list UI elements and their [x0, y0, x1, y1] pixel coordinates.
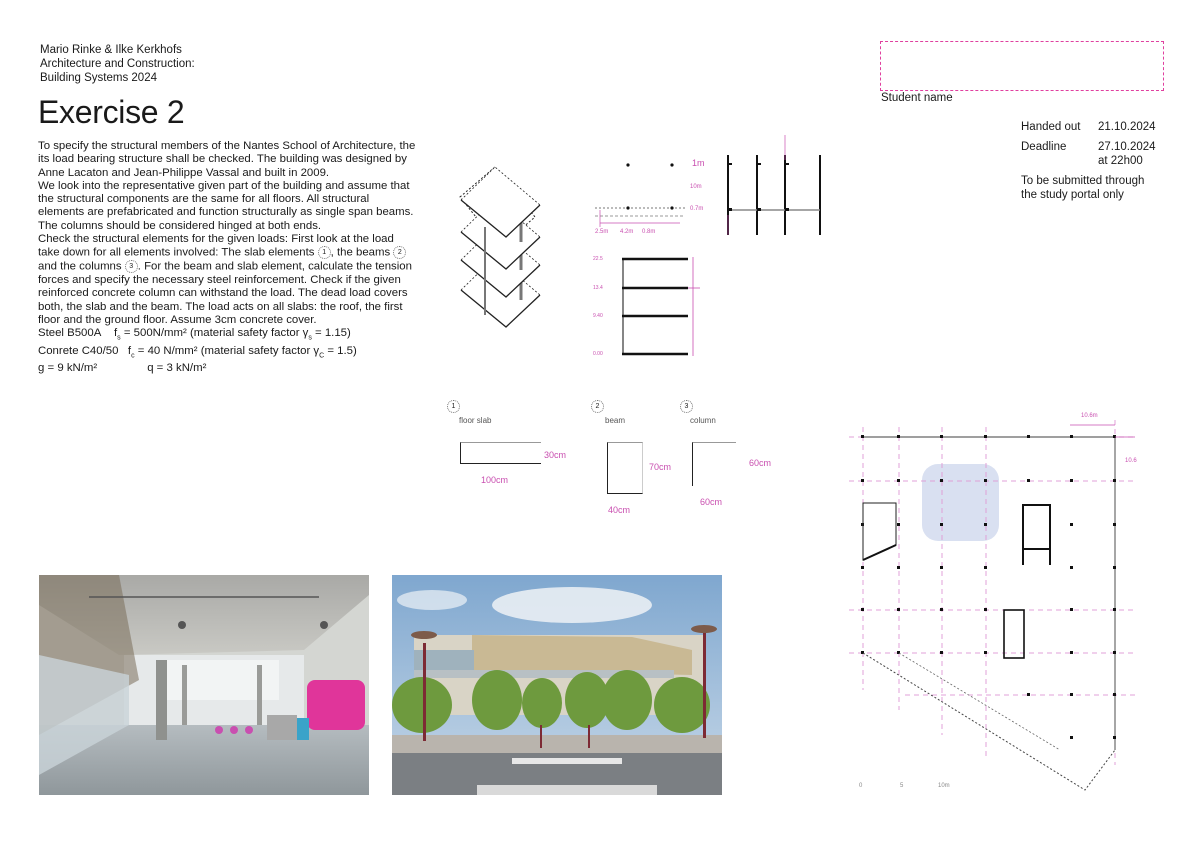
loads: g = 9 kN/m² q = 3 kN/m²	[38, 362, 418, 375]
deadline-label: Deadline	[1021, 141, 1067, 153]
slab-section-shape	[460, 442, 541, 464]
cross-section-beam: 2 beam	[591, 398, 625, 425]
intro-paragraph-2: We look into the representative given pa…	[38, 179, 414, 232]
partial-plan-drawing: 1m 10m 0.7m 2.5m 4.2m 0.8m	[595, 158, 705, 235]
svg-text:22.5: 22.5	[593, 256, 603, 262]
circle-3-icon: 3	[680, 400, 693, 414]
svg-text:0.7m: 0.7m	[690, 206, 703, 212]
svg-text:5: 5	[900, 783, 904, 789]
deadline-date: 27.10.2024	[1098, 141, 1156, 153]
svg-text:13.4: 13.4	[593, 285, 603, 291]
exercise-description: To specify the structural members of the…	[38, 140, 418, 376]
course-line-1: Architecture and Construction:	[40, 58, 195, 70]
slab-width: 100cm	[481, 475, 509, 485]
axonometric-structure-drawing	[459, 166, 541, 328]
svg-text:4.2m: 4.2m	[620, 229, 633, 235]
svg-text:0.8m: 0.8m	[642, 229, 655, 235]
svg-text:1m: 1m	[692, 158, 705, 168]
beam-section-shape	[607, 442, 643, 494]
handed-out-label: Handed out	[1021, 121, 1081, 133]
svg-text:2.5m: 2.5m	[595, 229, 608, 235]
deadline-time: at 22h00	[1098, 155, 1143, 167]
section-elevation-drawing	[727, 135, 821, 235]
concrete-spec: Conrete C40/50 fc = 40 N/mm² (material s…	[38, 344, 357, 360]
svg-text:0: 0	[859, 783, 863, 789]
circle-1-icon: 1	[447, 400, 460, 414]
intro-paragraph-3: Check the structural elements for the gi…	[38, 233, 412, 326]
exterior-photo	[392, 575, 722, 795]
column-width: 60cm	[700, 497, 723, 507]
svg-text:10.6: 10.6	[1125, 458, 1137, 464]
column-section-shape	[692, 442, 736, 486]
floor-plan-drawing: 10.6m 10.6 0 5 10m	[849, 413, 1137, 791]
handed-out-date: 21.10.2024	[1098, 121, 1156, 133]
live-load: q = 3 kN/m²	[147, 362, 207, 375]
circle-2-icon: 2	[591, 400, 604, 414]
steel-spec: Steel B500A fs = 500N/mm² (material safe…	[38, 327, 351, 342]
highlighted-bay	[922, 464, 999, 541]
svg-text:10m: 10m	[690, 184, 702, 190]
page-title: Exercise 2	[38, 94, 185, 130]
student-name-label: Student name	[881, 92, 953, 104]
course-line-2: Building Systems 2024	[40, 72, 157, 84]
submission-info: Handed out 21.10.2024 Deadline 27.10.2024 a…	[1021, 120, 1156, 202]
level-section-drawing: 22.5 13.4 9.40 0.00	[593, 256, 700, 357]
course-header: Mario Rinke & Ilke Kerkhofs Architecture…	[40, 43, 195, 85]
cross-section-column: 3 column	[680, 398, 716, 425]
student-name-field[interactable]	[880, 41, 1164, 91]
slab-height: 30cm	[544, 450, 567, 460]
intro-paragraph-1: To specify the structural members of the…	[38, 140, 416, 179]
authors: Mario Rinke & Ilke Kerkhofs	[40, 44, 182, 56]
svg-text:10.6m: 10.6m	[1081, 413, 1098, 419]
svg-text:0.00: 0.00	[593, 351, 603, 357]
interior-photo	[39, 575, 369, 795]
dead-load: g = 9 kN/m²	[38, 362, 98, 375]
svg-text:9.40: 9.40	[593, 313, 603, 319]
beam-height: 70cm	[649, 462, 672, 472]
circle-3-icon: 3	[124, 260, 138, 274]
cross-section-slab: 1 floor slab	[447, 398, 491, 425]
circle-1-icon: 1	[317, 246, 331, 260]
circle-2-icon: 2	[393, 246, 407, 260]
column-height: 60cm	[749, 458, 772, 468]
svg-text:10m: 10m	[938, 783, 950, 789]
beam-width: 40cm	[608, 505, 631, 515]
